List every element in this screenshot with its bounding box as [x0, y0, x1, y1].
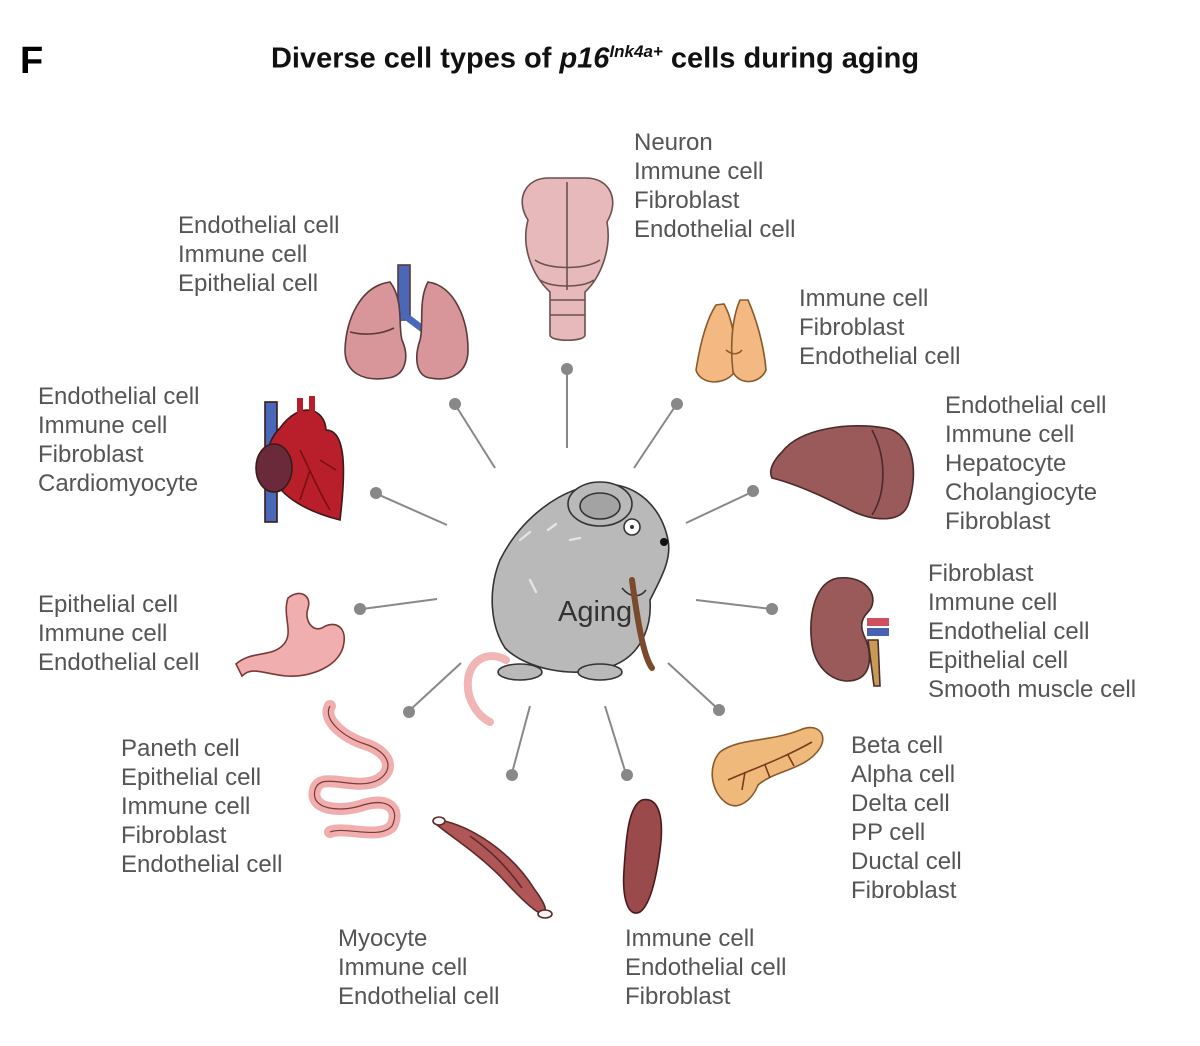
cell-type: Fibroblast [851, 877, 957, 904]
old-mouse-with-cane [463, 481, 670, 726]
connector-brain [561, 363, 573, 448]
cell-type: Epithelial cell [178, 270, 319, 297]
stomach-icon [235, 592, 345, 678]
connector-lung [449, 398, 496, 469]
cell-type: Endothelial cell [178, 212, 340, 239]
cell-list-brain: Neuron Immune cell Fibroblast Endothelia… [634, 128, 795, 244]
spleen-icon [622, 798, 663, 914]
cell-type: Endothelial cell [338, 983, 500, 1010]
title-prefix: Diverse cell types of [270, 42, 560, 75]
cell-type: Epithelial cell [121, 764, 262, 791]
cell-type: Smooth muscle cell [928, 676, 1137, 703]
cell-type: Fibroblast [38, 441, 144, 468]
cell-type: Endothelial cell [799, 343, 961, 370]
thyroid-icon [695, 299, 767, 383]
cell-type: Endothelial cell [634, 216, 796, 243]
figure-title: Diverse cell types of p16Ink4a+ cells du… [0, 42, 1190, 76]
cell-list-intestine: Paneth cell Epithelial cell Immune cell … [121, 734, 282, 879]
cell-type: Myocyte [338, 925, 428, 952]
cell-type: Immune cell [625, 925, 755, 952]
cell-type: Fibroblast [799, 314, 905, 341]
liver-icon [769, 425, 915, 520]
cell-type: Cardiomyocyte [38, 470, 199, 497]
cell-type: Paneth cell [121, 735, 240, 762]
cell-type: Immune cell [634, 158, 764, 185]
cell-list-muscle: Myocyte Immune cell Endothelial cell [338, 924, 499, 1011]
cell-type: Fibroblast [945, 508, 1051, 535]
cell-list-thyroid: Immune cell Fibroblast Endothelial cell [799, 284, 960, 371]
cell-type: Immune cell [178, 241, 308, 268]
cell-type: Immune cell [338, 954, 468, 981]
cell-type: Alpha cell [851, 761, 956, 788]
cell-type: Endothelial cell [625, 954, 787, 981]
connectors [354, 363, 778, 781]
connector-intestine [403, 662, 462, 718]
cell-type: Endothelial cell [38, 649, 200, 676]
cell-type: Immune cell [121, 793, 251, 820]
connector-muscle [506, 705, 531, 781]
cell-type: Immune cell [799, 285, 929, 312]
connector-heart [370, 487, 448, 526]
title-suffix: cells during aging [662, 42, 920, 75]
cell-list-pancreas: Beta cell Alpha cell Delta cell PP cell … [851, 731, 962, 905]
cell-type: Delta cell [851, 790, 950, 817]
panel-letter: F [20, 40, 44, 82]
connector-liver [685, 485, 759, 524]
muscle-icon [432, 816, 553, 919]
title-superscript: Ink4a+ [609, 42, 663, 61]
cell-type: Ductal cell [851, 848, 962, 875]
cell-type: Endothelial cell [945, 392, 1107, 419]
connector-spleen [604, 705, 633, 781]
cell-type: Fibroblast [928, 560, 1034, 587]
heart-icon [255, 396, 345, 523]
connector-stomach [354, 598, 438, 615]
connector-pancreas [667, 662, 725, 716]
cell-type: Beta cell [851, 732, 944, 759]
cell-list-kidney: Fibroblast Immune cell Endothelial cell … [928, 559, 1136, 704]
title-gene: p16 [559, 42, 610, 75]
cell-list-lung: Endothelial cell Immune cell Epithelial … [178, 211, 339, 298]
brain-icon [521, 177, 614, 342]
cell-list-stomach: Epithelial cell Immune cell Endothelial … [38, 590, 199, 677]
pancreas-icon [711, 726, 824, 807]
cell-type: Epithelial cell [928, 647, 1069, 674]
connector-kidney [695, 599, 778, 615]
connector-thyroid [633, 398, 683, 469]
cell-type: Immune cell [928, 589, 1058, 616]
cell-type: Cholangiocyte [945, 479, 1098, 506]
intestine-icon [308, 700, 401, 839]
cell-type: Epithelial cell [38, 591, 179, 618]
kidney-icon [810, 577, 889, 687]
cell-type: Fibroblast [634, 187, 740, 214]
cell-type: Endothelial cell [121, 851, 283, 878]
lung-icon [344, 264, 469, 380]
cell-type: Hepatocyte [945, 450, 1067, 477]
cell-type: PP cell [851, 819, 926, 846]
cell-type: Endothelial cell [38, 383, 200, 410]
cell-type: Neuron [634, 129, 713, 156]
cell-list-spleen: Immune cell Endothelial cell Fibroblast [625, 924, 786, 1011]
cell-list-liver: Endothelial cell Immune cell Hepatocyte … [945, 391, 1106, 536]
cell-type: Fibroblast [625, 983, 731, 1010]
cell-type: Immune cell [38, 620, 168, 647]
cell-type: Endothelial cell [928, 618, 1090, 645]
cell-type: Immune cell [945, 421, 1075, 448]
cell-list-heart: Endothelial cell Immune cell Fibroblast … [38, 382, 199, 498]
center-label: Aging [558, 596, 633, 628]
cell-type: Immune cell [38, 412, 168, 439]
cell-type: Fibroblast [121, 822, 227, 849]
